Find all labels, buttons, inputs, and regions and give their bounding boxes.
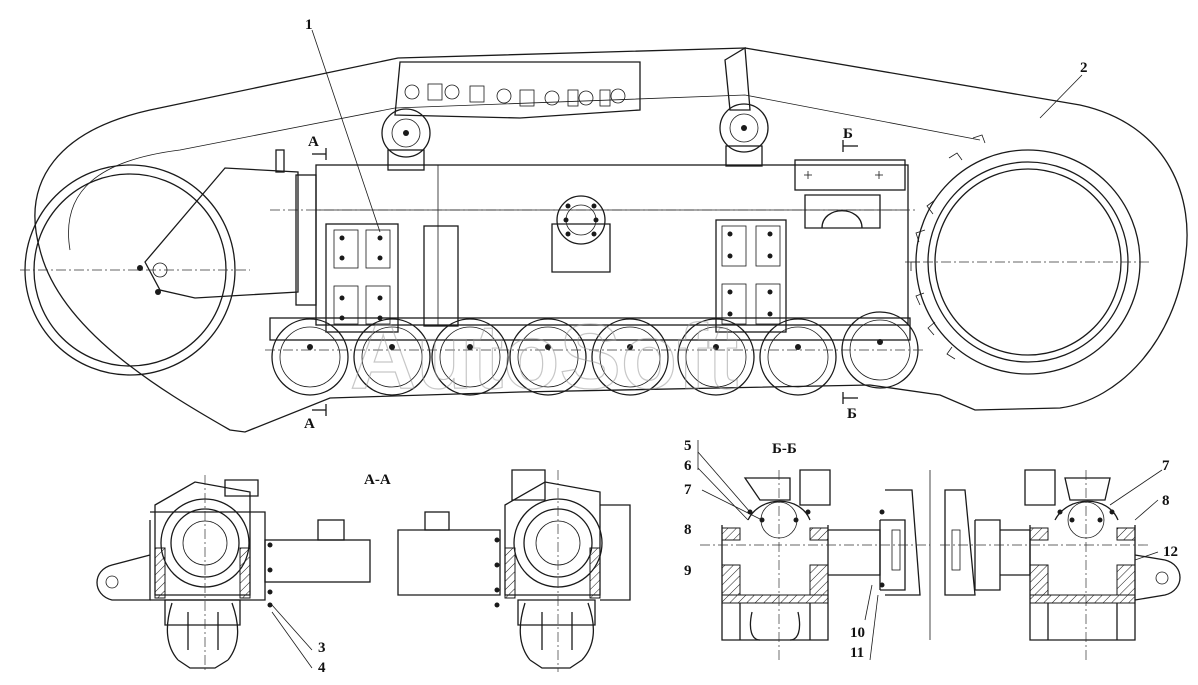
track-outline bbox=[34, 47, 1188, 433]
section-mark-b-bottom: Б bbox=[847, 406, 857, 422]
bolt-plate-left bbox=[325, 223, 399, 333]
callout-12: 12 bbox=[1163, 544, 1178, 560]
callout-8-right: 8 bbox=[1162, 493, 1170, 509]
section-mark-a-top: А bbox=[308, 134, 319, 150]
frame-body bbox=[315, 164, 909, 326]
callout-4: 4 bbox=[318, 660, 326, 676]
callout-8-left: 8 bbox=[684, 522, 692, 538]
callout-1: 1 bbox=[305, 17, 313, 33]
watermark: AutoSoft bbox=[350, 306, 738, 408]
upper-track-links bbox=[394, 61, 641, 119]
callout-11: 11 bbox=[850, 645, 864, 661]
callout-7-right: 7 bbox=[1162, 458, 1170, 474]
callout-labels: 1 2 3 4 5 6 7 7 8 8 9 10 11 12 bbox=[305, 17, 1178, 676]
section-cut-marks bbox=[312, 140, 858, 416]
callout-9: 9 bbox=[684, 563, 692, 579]
section-mark-a-bottom: А bbox=[304, 416, 315, 432]
track-rollers bbox=[265, 311, 925, 396]
callout-7-left: 7 bbox=[684, 482, 692, 498]
callout-3: 3 bbox=[318, 640, 326, 656]
callout-10: 10 bbox=[850, 625, 865, 641]
track-inner-outline bbox=[68, 94, 981, 251]
main-side-view bbox=[20, 29, 1188, 433]
sprocket-teeth bbox=[910, 134, 986, 360]
carrier-roller-right bbox=[719, 103, 769, 167]
section-labels: А А Б Б А-А Б-Б bbox=[304, 126, 857, 488]
carrier-roller-left bbox=[381, 108, 431, 171]
bolt-plate-right bbox=[715, 219, 787, 333]
section-title-aa: А-А bbox=[364, 472, 391, 488]
section-aa-view bbox=[96, 469, 631, 672]
callout-5: 5 bbox=[684, 438, 692, 454]
section-mark-b-top: Б bbox=[843, 126, 853, 142]
tensioner-arm bbox=[144, 167, 299, 299]
callout-6: 6 bbox=[684, 458, 692, 474]
center-boss bbox=[551, 223, 611, 273]
callout-2: 2 bbox=[1080, 60, 1088, 76]
section-bb-view bbox=[697, 440, 1181, 661]
section-title-bb: Б-Б bbox=[772, 441, 797, 457]
